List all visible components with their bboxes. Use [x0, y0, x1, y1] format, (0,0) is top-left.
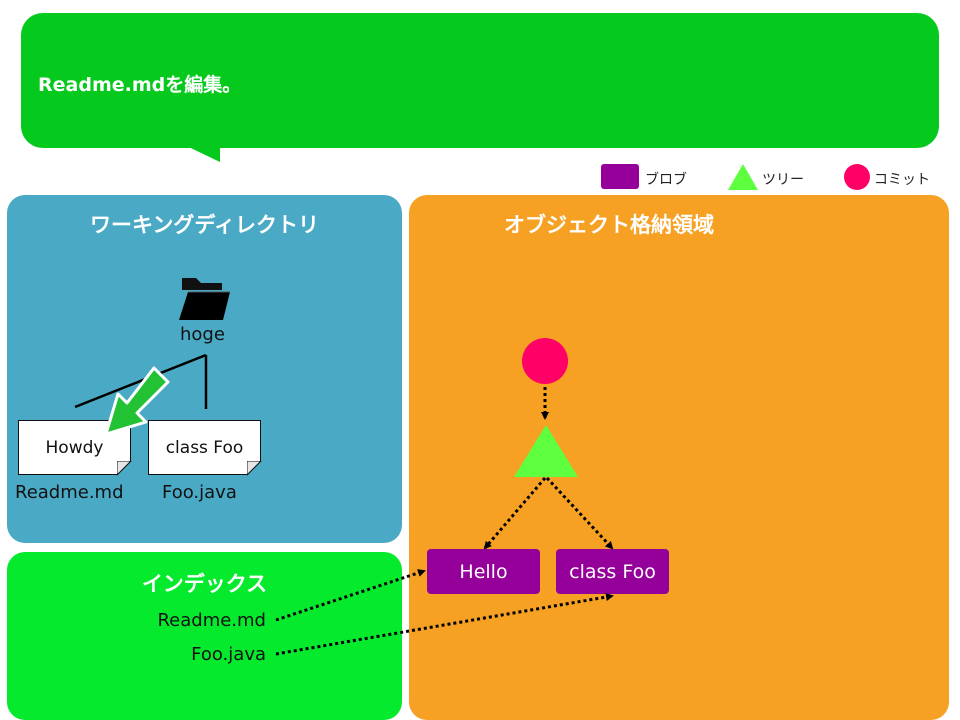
working-directory-panel — [7, 195, 402, 543]
folder-name: hoge — [180, 324, 225, 345]
blob-class-foo: class Foo — [556, 549, 669, 594]
legend-tree-label: ツリー — [762, 172, 804, 188]
speech-bubble — [21, 13, 939, 148]
legend-tree-icon — [728, 164, 758, 190]
green-arrow-icon — [104, 366, 170, 436]
file-foo: class Foo — [148, 420, 261, 475]
file-foo-fold — [247, 461, 262, 476]
index-entry-readme: Readme.md — [157, 610, 266, 631]
file-foo-name: Foo.java — [162, 482, 237, 503]
working-directory-title: ワーキングディレクトリ — [90, 213, 319, 237]
blob-hello-label: Hello — [459, 560, 508, 583]
file-readme-content: Howdy — [45, 437, 104, 458]
index-entry-foo: Foo.java — [191, 644, 266, 665]
speech-bubble-tail — [174, 140, 220, 162]
tree-connector-lines — [74, 353, 208, 409]
blob-class-foo-label: class Foo — [569, 560, 656, 583]
file-readme-fold — [117, 461, 132, 476]
index-title: インデックス — [141, 572, 268, 596]
file-foo-content: class Foo — [165, 437, 244, 458]
legend-blob-label: ブロブ — [645, 172, 687, 188]
folder-icon — [179, 278, 230, 320]
object-store-panel — [409, 195, 949, 720]
bubble-text: Readme.mdを編集。 — [38, 74, 242, 96]
legend-commit-icon — [844, 164, 870, 190]
tree-node — [514, 425, 578, 477]
legend-commit-label: コミット — [874, 172, 930, 188]
file-readme-name: Readme.md — [15, 482, 124, 503]
blob-hello: Hello — [427, 549, 540, 594]
commit-node — [522, 338, 568, 384]
legend-blob-swatch — [601, 164, 639, 189]
object-store-title: オブジェクト格納領域 — [504, 213, 714, 237]
